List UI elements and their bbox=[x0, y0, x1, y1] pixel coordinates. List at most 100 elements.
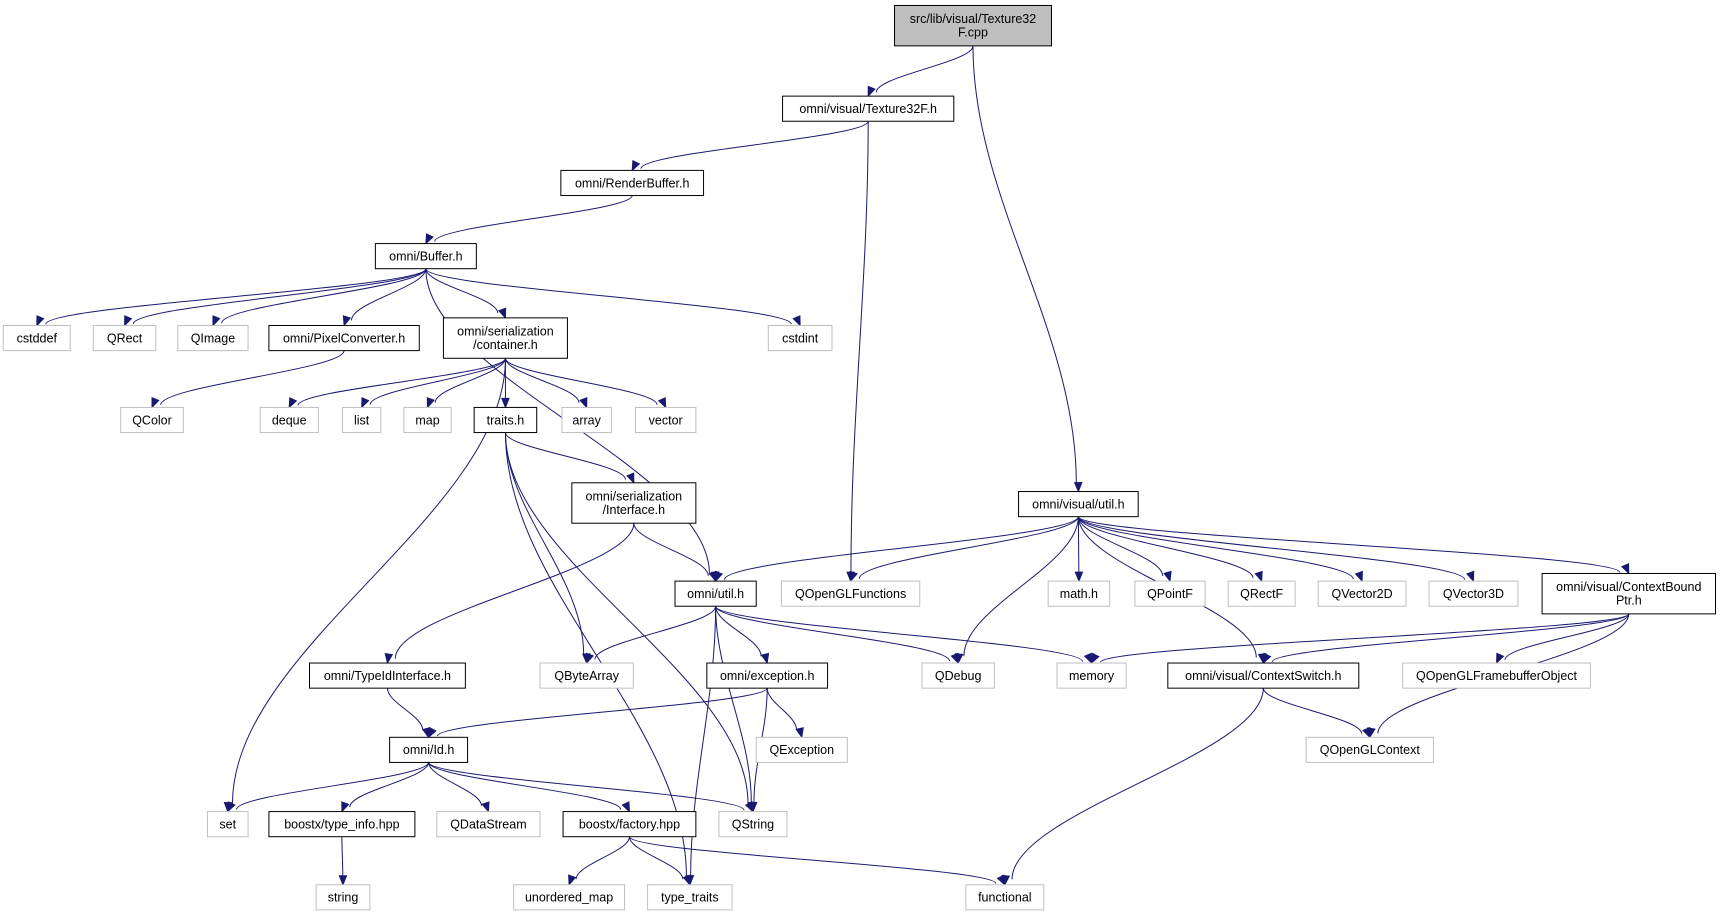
edge-texture32f-h-to-qopenglfunctions bbox=[850, 121, 869, 573]
edge-interface-h-to-typeidinterface-h bbox=[394, 523, 635, 659]
node-box bbox=[1047, 580, 1111, 607]
arrowhead bbox=[1083, 652, 1093, 665]
node-container-h[interactable]: omni/serialization/container.h bbox=[442, 317, 568, 359]
node-box bbox=[571, 482, 697, 524]
node-box bbox=[92, 325, 157, 352]
node-label: QByteArray bbox=[554, 669, 619, 683]
node-root[interactable]: src/lib/visual/Texture32F.cpp bbox=[894, 4, 1052, 47]
node-qexception: QException bbox=[755, 736, 848, 763]
arrowhead bbox=[1074, 571, 1084, 583]
node-map: map bbox=[403, 406, 452, 434]
node-texture32f-h[interactable]: omni/visual/Texture32F.h bbox=[782, 95, 955, 122]
node-box bbox=[647, 884, 733, 911]
node-label: vector bbox=[649, 413, 683, 427]
node-qrect: QRect bbox=[92, 325, 157, 352]
arrowhead bbox=[498, 307, 507, 320]
node-factory-hpp[interactable]: boostx/factory.hpp bbox=[562, 811, 697, 838]
node-box bbox=[473, 406, 538, 434]
node-memory: memory bbox=[1056, 662, 1127, 689]
node-label: Ptr.h bbox=[1616, 594, 1642, 608]
node-label: QOpenGLFunctions bbox=[795, 587, 906, 601]
arrowhead bbox=[626, 472, 635, 485]
edge-factory-hpp-to-unordered-map bbox=[575, 836, 630, 880]
node-label: deque bbox=[272, 413, 307, 427]
node-label: QOpenGLContext bbox=[1320, 743, 1421, 757]
node-box bbox=[560, 169, 705, 197]
node-box bbox=[718, 811, 788, 838]
node-label: functional bbox=[978, 891, 1032, 905]
node-contextswitch-h[interactable]: omni/visual/ContextSwitch.h bbox=[1167, 662, 1360, 689]
node-label: omni/PixelConverter.h bbox=[283, 331, 405, 345]
node-label: omni/serialization bbox=[586, 490, 683, 504]
node-label: /Interface.h bbox=[603, 503, 666, 517]
node-label: QVector2D bbox=[1332, 587, 1393, 601]
arrowhead bbox=[744, 801, 754, 813]
arrowhead bbox=[1262, 652, 1272, 665]
node-id-h[interactable]: omni/Id.h bbox=[389, 736, 469, 763]
node-visual-util-h[interactable]: omni/visual/util.h bbox=[1018, 491, 1139, 518]
edge-contextboundptr-h-to-qopenglframebufferobject bbox=[1504, 613, 1630, 661]
node-qdatastream: QDataStream bbox=[436, 811, 541, 838]
edge-buffer-h-to-cstdint bbox=[425, 268, 792, 325]
edge-buffer-h-to-qrect bbox=[132, 268, 427, 325]
arrowhead bbox=[867, 85, 876, 98]
arrowhead bbox=[428, 726, 437, 739]
arrowhead bbox=[631, 159, 641, 172]
node-box bbox=[767, 325, 833, 352]
edge-util-h-to-type-traits bbox=[690, 606, 717, 876]
node-qrectf: QRectF bbox=[1227, 580, 1296, 607]
node-box bbox=[782, 95, 955, 122]
node-string: string bbox=[315, 884, 371, 911]
node-box bbox=[2, 325, 71, 352]
edge-typeidinterface-h-to-id-h bbox=[386, 688, 424, 731]
node-type-traits: type_traits bbox=[647, 884, 733, 911]
node-label: boostx/factory.hpp bbox=[579, 817, 680, 831]
node-type-info-hpp[interactable]: boostx/type_info.hpp bbox=[268, 811, 416, 838]
node-qcolor: QColor bbox=[120, 406, 184, 434]
node-exception-h[interactable]: omni/exception.h bbox=[706, 662, 829, 689]
node-label: set bbox=[219, 817, 236, 831]
node-qvector3d: QVector3D bbox=[1428, 580, 1519, 607]
node-buffer-h[interactable]: omni/Buffer.h bbox=[374, 243, 477, 270]
arrowhead bbox=[849, 570, 858, 583]
edge-container-h-to-list bbox=[369, 358, 506, 405]
node-util-h[interactable]: omni/util.h bbox=[674, 580, 757, 607]
edge-visual-util-h-to-qpointf bbox=[1077, 516, 1164, 577]
edge-buffer-h-to-pixelconverter-h bbox=[350, 268, 427, 321]
node-label: omni/RenderBuffer.h bbox=[575, 176, 689, 190]
edge-util-h-to-qstring bbox=[715, 606, 752, 803]
node-label: F.cpp bbox=[958, 26, 988, 40]
arrowhead bbox=[227, 801, 236, 813]
node-deque: deque bbox=[259, 406, 319, 434]
arrowhead bbox=[1073, 481, 1083, 493]
node-qstring: QString bbox=[718, 811, 788, 838]
arrowhead bbox=[1090, 652, 1100, 665]
node-label: QException bbox=[769, 743, 834, 757]
node-label: omni/Id.h bbox=[403, 743, 454, 757]
arrowhead bbox=[1362, 726, 1371, 739]
node-label: omni/visual/util.h bbox=[1032, 497, 1124, 511]
arrowhead bbox=[760, 652, 770, 665]
node-typeidinterface-h[interactable]: omni/TypeIdInterface.h bbox=[309, 662, 466, 689]
edge-type-info-hpp-to-string bbox=[341, 836, 344, 876]
node-box bbox=[965, 884, 1045, 911]
node-label: QOpenGLFramebufferObject bbox=[1416, 669, 1577, 683]
node-box bbox=[403, 406, 452, 434]
node-math-h: math.h bbox=[1047, 580, 1111, 607]
arrowhead bbox=[1466, 570, 1475, 583]
node-label: QRect bbox=[107, 331, 143, 345]
node-pixelconverter-h[interactable]: omni/PixelConverter.h bbox=[268, 325, 420, 352]
arrowhead bbox=[212, 315, 221, 327]
arrowhead bbox=[579, 397, 588, 409]
edge-exception-h-to-id-h bbox=[437, 687, 768, 737]
node-traits-h[interactable]: traits.h bbox=[473, 406, 538, 434]
arrowhead bbox=[426, 397, 435, 409]
node-interface-h[interactable]: omni/serialization/Interface.h bbox=[571, 482, 697, 524]
node-renderbuffer-h[interactable]: omni/RenderBuffer.h bbox=[560, 169, 705, 197]
node-label: /container.h bbox=[473, 338, 538, 352]
arrowhead bbox=[1254, 570, 1263, 583]
edge-factory-hpp-to-type-traits bbox=[628, 836, 684, 880]
edge-visual-util-h-to-qvector2d bbox=[1077, 516, 1354, 580]
